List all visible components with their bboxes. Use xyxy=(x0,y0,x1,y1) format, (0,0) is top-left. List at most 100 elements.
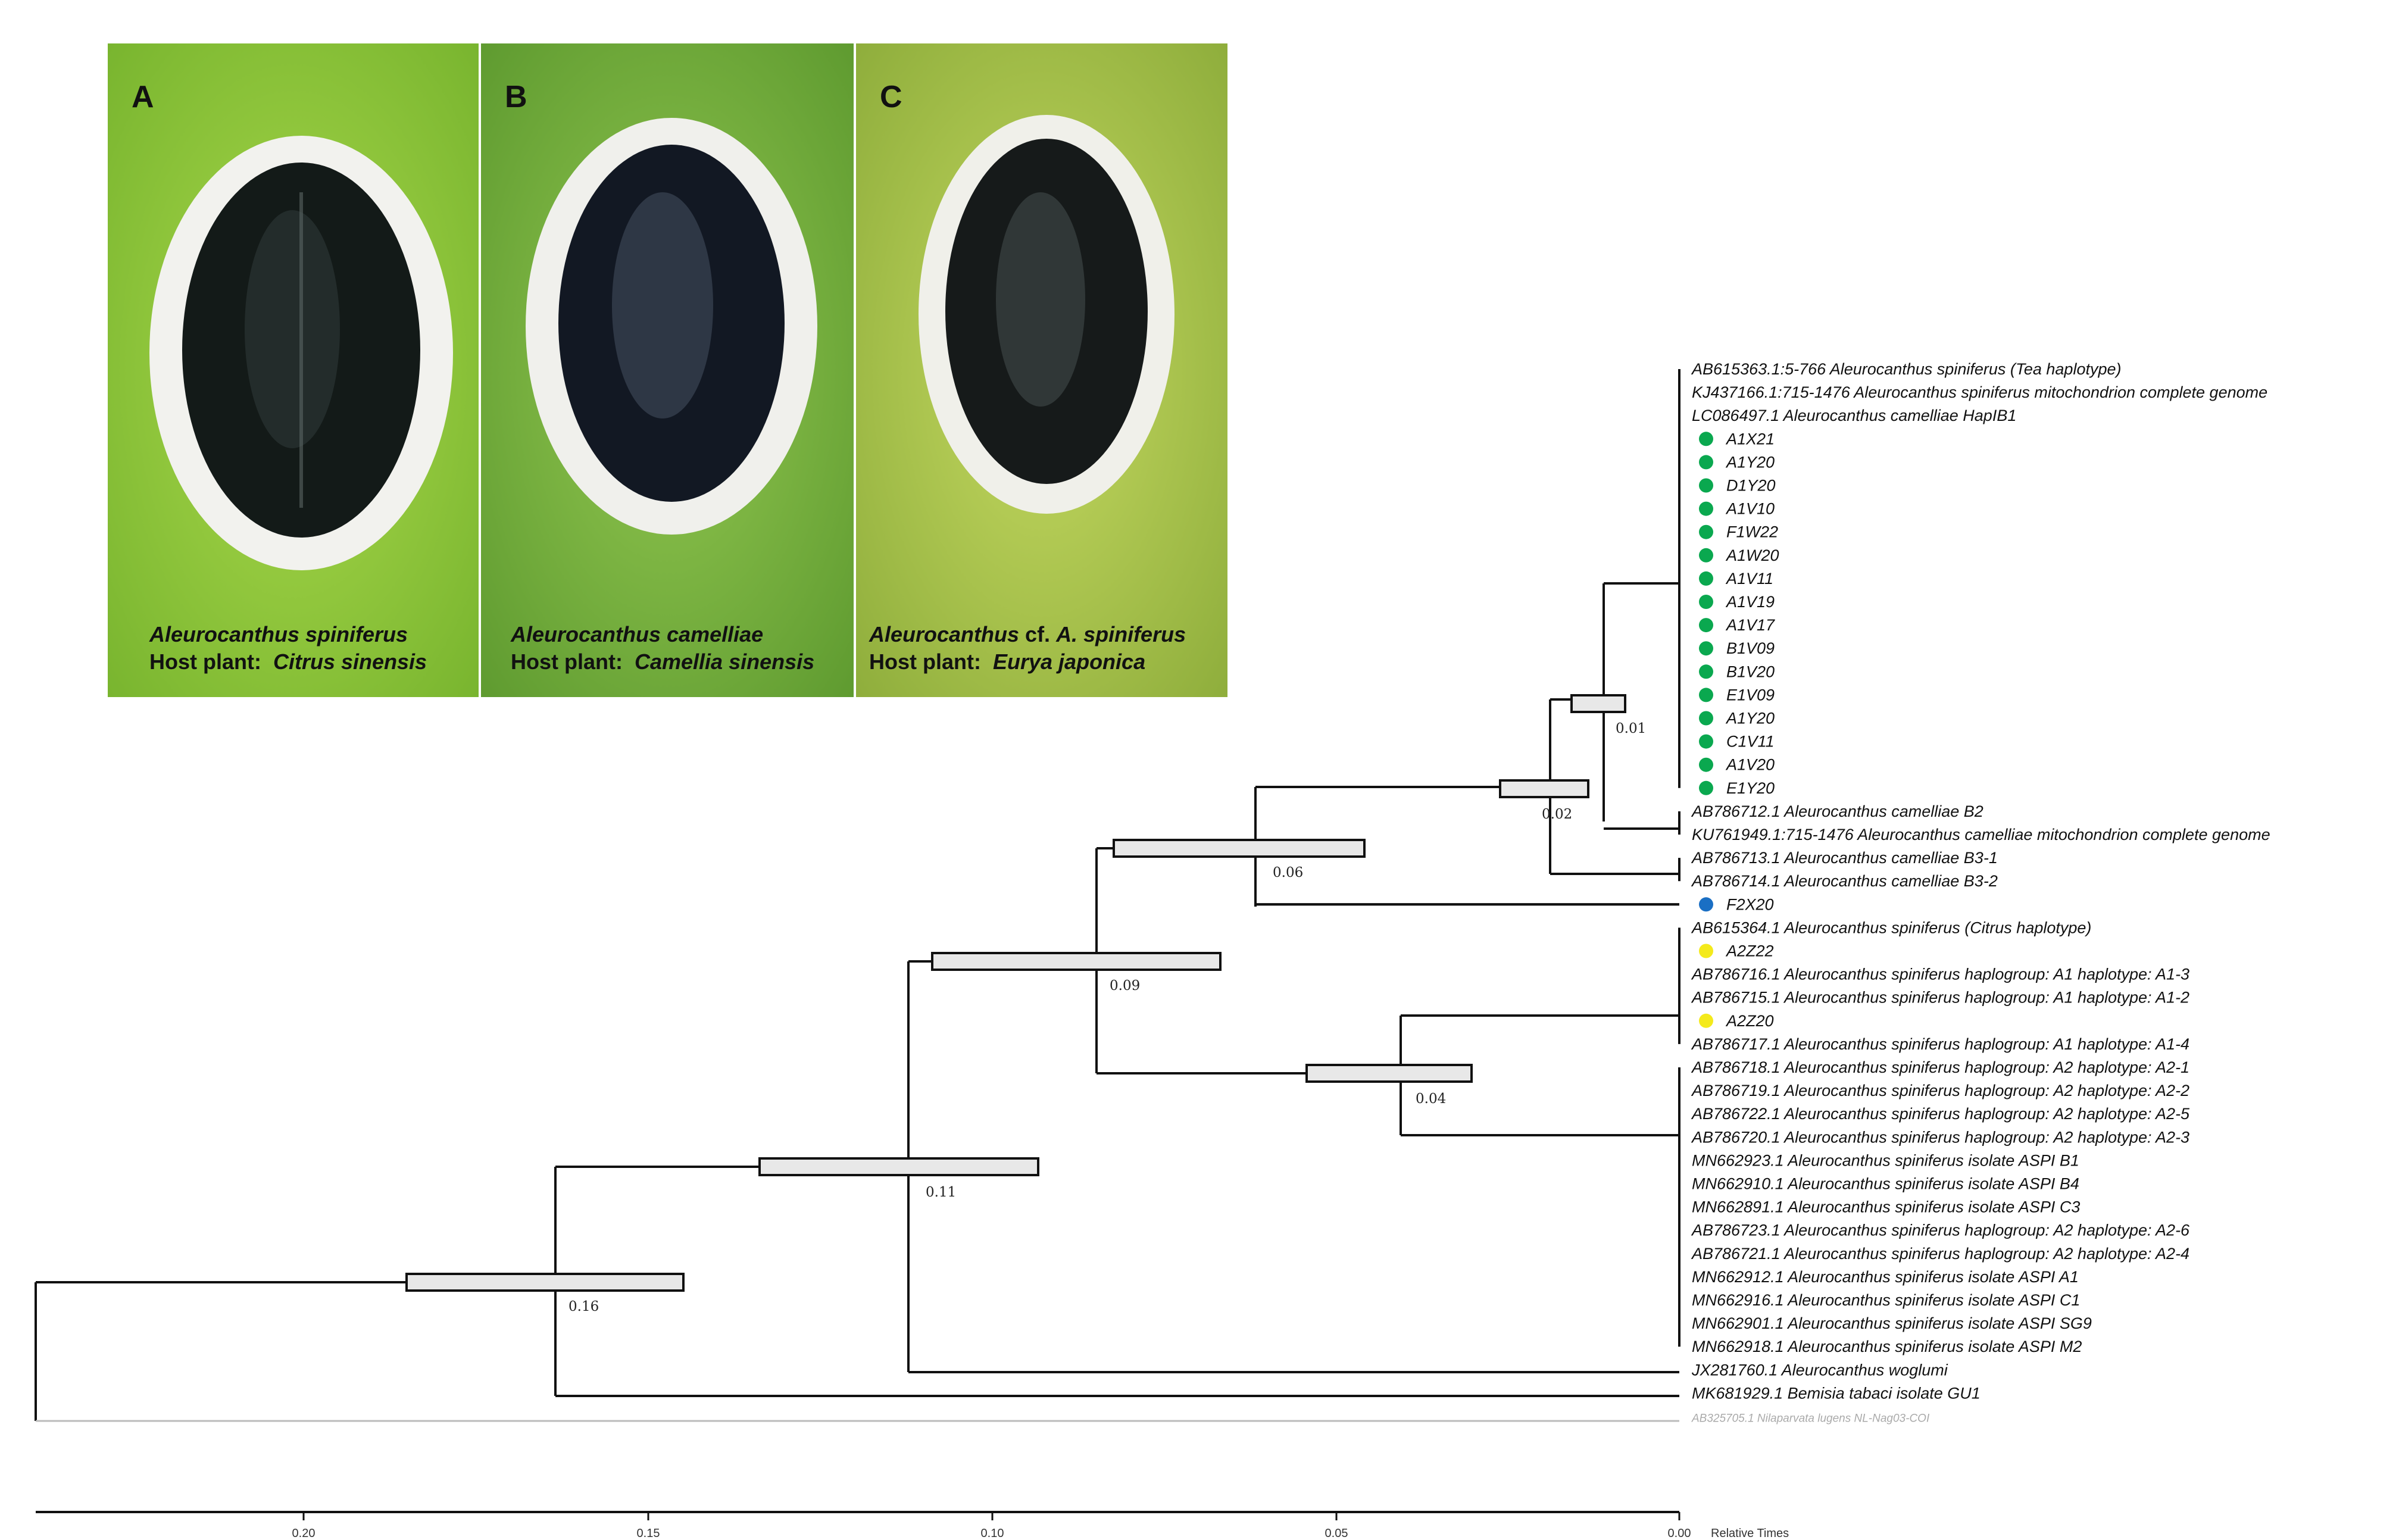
whitefly-photo-b xyxy=(481,43,854,697)
node-age-label: 0.16 xyxy=(568,1299,599,1314)
host-plant-name: Citrus sinensis xyxy=(273,649,427,674)
sample-marker-green xyxy=(1699,524,1713,539)
tip-label: MN662918.1 Aleurocanthus spiniferus isol… xyxy=(1692,1338,2082,1355)
tree-branches xyxy=(35,369,1680,1422)
sample-marker-green xyxy=(1699,595,1713,609)
sample-marker-green xyxy=(1699,757,1713,772)
tip-label: A1V19 xyxy=(1725,593,1775,611)
species-epithet: A. spiniferus xyxy=(1056,622,1186,646)
tip-label: MK681929.1 Bemisia tabaci isolate GU1 xyxy=(1692,1384,1981,1402)
axis-title: Relative Times xyxy=(1711,1527,1789,1540)
tip-label: AB786719.1 Aleurocanthus spiniferus hapl… xyxy=(1691,1082,2189,1099)
tip-label: F2X20 xyxy=(1726,895,1774,913)
panel-letter-c: C xyxy=(880,80,902,114)
tip-label: A1V17 xyxy=(1725,616,1775,634)
tip-label: JX281760.1 Aleurocanthus woglumi xyxy=(1691,1361,1948,1379)
sample-marker-green xyxy=(1699,711,1713,726)
tip-label: MN662916.1 Aleurocanthus spiniferus isol… xyxy=(1692,1291,2080,1309)
age-interval-bar xyxy=(931,952,1222,971)
sample-marker-green xyxy=(1699,478,1713,493)
tip-label: MN662912.1 Aleurocanthus spiniferus isol… xyxy=(1692,1268,2079,1286)
sample-marker-green xyxy=(1699,641,1713,656)
axis-tick-label: 0.00 xyxy=(1668,1527,1691,1540)
host-plant-label: Host plant: xyxy=(149,649,261,674)
tip-label: A1W20 xyxy=(1725,546,1779,564)
age-interval-bar xyxy=(405,1273,685,1292)
sample-marker-blue xyxy=(1699,897,1713,912)
axis-tick-label: 0.05 xyxy=(1325,1527,1348,1540)
tip-label: B1V09 xyxy=(1726,639,1775,657)
tip-label: LC086497.1 Aleurocanthus camelliae HapIB… xyxy=(1692,407,2016,424)
whitefly-photo-c xyxy=(856,43,1227,697)
host-plant-label: Host plant: xyxy=(511,649,623,674)
axis-tick-label: 0.10 xyxy=(981,1527,1004,1540)
tip-label: AB615364.1 Aleurocanthus spiniferus (Cit… xyxy=(1691,919,2091,936)
tip-label: F1W22 xyxy=(1726,523,1778,541)
tip-label: D1Y20 xyxy=(1726,477,1776,495)
tip-label: AB786712.1 Aleurocanthus camelliae B2 xyxy=(1691,802,1983,820)
node-age-label: 0.02 xyxy=(1542,807,1572,822)
tip-label: A1V11 xyxy=(1725,570,1773,588)
sample-marker-green xyxy=(1699,571,1713,586)
tip-label: MN662901.1 Aleurocanthus spiniferus isol… xyxy=(1692,1314,2092,1332)
photo-panel-a: A Aleurocanthus spiniferus Host plant: C… xyxy=(108,43,479,697)
whitefly-photo-a xyxy=(108,43,479,697)
node-age-label: 0.01 xyxy=(1616,721,1646,736)
sample-marker-green xyxy=(1699,780,1713,795)
tip-label: AB786723.1 Aleurocanthus spiniferus hapl… xyxy=(1691,1222,2190,1239)
tip-label: A1V20 xyxy=(1725,756,1775,774)
host-plant-label: Host plant: xyxy=(869,649,981,674)
tip-label: AB786716.1 Aleurocanthus spiniferus hapl… xyxy=(1691,966,2189,983)
tip-label: E1V09 xyxy=(1726,686,1775,704)
tip-label: KU761949.1:715-1476 Aleurocanthus camell… xyxy=(1692,826,2270,844)
tip-label: MN662923.1 Aleurocanthus spiniferus isol… xyxy=(1692,1151,2079,1169)
node-age-labels: 0.010.020.060.090.040.110.16 xyxy=(568,721,1646,1314)
age-interval-bar xyxy=(1305,1064,1473,1083)
tip-label: AB786718.1 Aleurocanthus spiniferus hapl… xyxy=(1691,1058,2189,1076)
sample-marker-green xyxy=(1699,664,1713,679)
tip-label: A1Y20 xyxy=(1725,710,1775,727)
sample-marker-green xyxy=(1699,501,1713,516)
host-plant-name: Camellia sinensis xyxy=(635,649,815,674)
tip-label: MN662891.1 Aleurocanthus spiniferus isol… xyxy=(1692,1198,2080,1216)
tip-label: AB615363.1:5-766 Aleurocanthus spiniferu… xyxy=(1691,360,2122,378)
species-name: Aleurocanthus camelliae xyxy=(511,622,764,646)
species-name: Aleurocanthus spiniferus xyxy=(149,622,408,646)
node-age-label: 0.06 xyxy=(1273,865,1303,880)
node-age-bars xyxy=(405,694,1626,1292)
age-interval-bar xyxy=(1570,694,1626,713)
node-age-label: 0.04 xyxy=(1416,1091,1446,1107)
tip-label: A1V10 xyxy=(1725,500,1775,518)
axis-tick-label: 0.15 xyxy=(637,1527,660,1540)
tip-labels: AB615363.1:5-766 Aleurocanthus spiniferu… xyxy=(1691,360,2270,1425)
photo-panel-c: C Aleurocanthus cf. A. spiniferus Host p… xyxy=(856,43,1227,697)
host-plant-name: Eurya japonica xyxy=(993,649,1146,674)
tip-label: A1X21 xyxy=(1725,430,1775,448)
tip-label: A1Y20 xyxy=(1725,453,1775,471)
node-age-label: 0.09 xyxy=(1110,978,1140,994)
caption-a: Aleurocanthus spiniferus Host plant: Cit… xyxy=(149,621,427,676)
sample-marker-green xyxy=(1699,548,1713,563)
sample-marker-green xyxy=(1699,618,1713,633)
tip-label: KJ437166.1:715-1476 Aleurocanthus spinif… xyxy=(1692,383,2267,401)
age-interval-bar xyxy=(758,1157,1039,1176)
sample-marker-green xyxy=(1699,688,1713,702)
tip-label: E1Y20 xyxy=(1726,779,1775,797)
sample-marker-green xyxy=(1699,455,1713,470)
species-qualifier: cf. xyxy=(1019,622,1057,646)
tip-label: A2Z22 xyxy=(1725,942,1774,960)
tip-label: AB325705.1 Nilaparvata lugens NL-Nag03-C… xyxy=(1691,1413,1930,1425)
tip-label: AB786717.1 Aleurocanthus spiniferus hapl… xyxy=(1691,1035,2189,1053)
age-interval-bar xyxy=(1499,779,1589,798)
tip-label: C1V11 xyxy=(1726,733,1775,751)
panel-letter-b: B xyxy=(505,80,527,114)
axis-tick-label: 0.20 xyxy=(292,1527,316,1540)
tip-label: B1V20 xyxy=(1726,663,1775,680)
age-interval-bar xyxy=(1113,839,1366,858)
tip-label: AB786713.1 Aleurocanthus camelliae B3-1 xyxy=(1691,849,1998,867)
species-genus: Aleurocanthus xyxy=(869,622,1020,646)
sample-marker-green xyxy=(1699,734,1713,749)
tip-label: A2Z20 xyxy=(1725,1012,1774,1030)
panel-letter-a: A xyxy=(132,80,154,114)
tip-label: AB786721.1 Aleurocanthus spiniferus hapl… xyxy=(1691,1245,2189,1263)
